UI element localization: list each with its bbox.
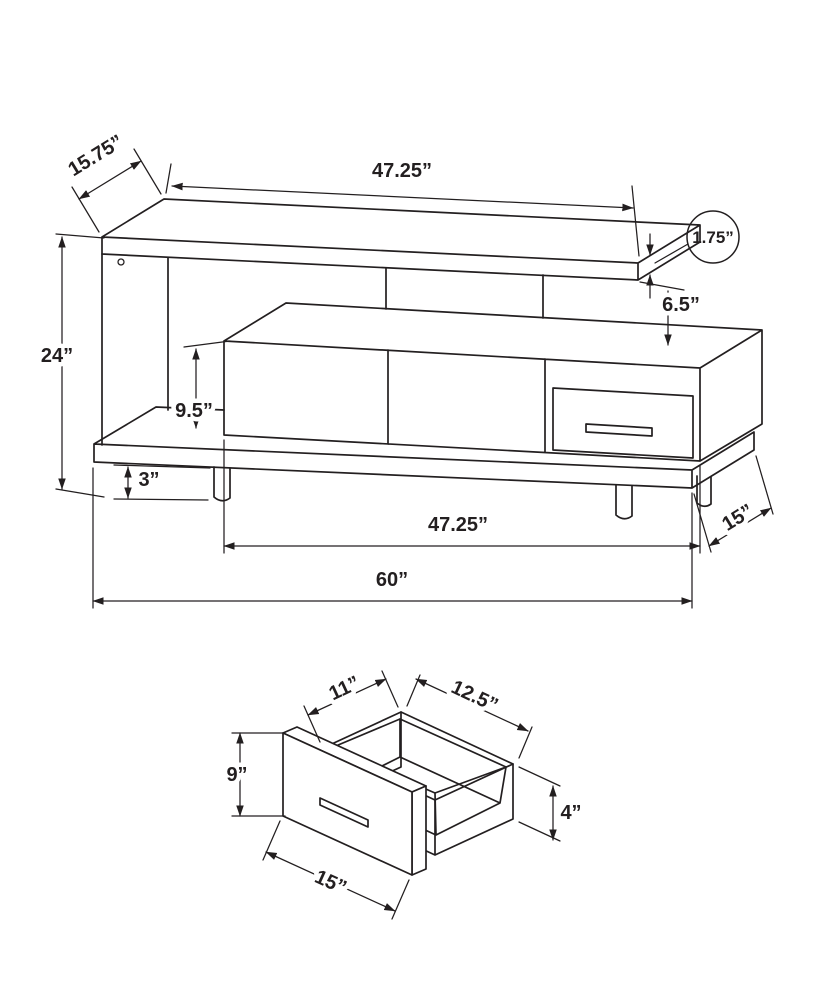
drawer-handle <box>585 423 653 437</box>
dimension-inner-width: 12.5” <box>406 672 533 759</box>
dimension-console-length: 47.25” <box>223 439 701 554</box>
dimension-arrow <box>307 678 387 716</box>
dimension-arrow <box>415 678 529 732</box>
dimension-label-opening-height: 9.5” <box>175 400 213 422</box>
extension-lines <box>92 467 693 609</box>
panel-side-face <box>411 785 427 876</box>
dimension-arrow <box>265 851 396 912</box>
extension-lines <box>518 766 561 842</box>
top-shelf <box>101 198 701 281</box>
dimension-inner-depth: 11” <box>303 668 399 743</box>
dimension-side-height: 4” <box>518 766 586 842</box>
dimension-label-console-length: 47.25” <box>428 514 488 536</box>
extension-lines <box>303 670 399 743</box>
dimension-arrow <box>78 160 142 200</box>
legs <box>213 466 712 520</box>
dimension-label-inner-depth: 11” <box>326 672 364 705</box>
dimension-total-height: 24” <box>36 233 105 498</box>
dimension-total-length: 60” <box>92 467 693 609</box>
callout-circle <box>686 210 740 264</box>
dimension-shelf-gap: 6.5” <box>639 281 704 346</box>
dimension-opening-height: 9.5” <box>171 340 231 429</box>
console-drawer <box>552 387 694 459</box>
extension-lines <box>183 340 231 348</box>
dimension-top-length: 47.25” <box>165 160 640 257</box>
extension-lines <box>55 233 105 498</box>
extension-lines <box>113 464 211 501</box>
dimension-label-front-width: 15” <box>311 866 349 899</box>
extension-lines <box>71 148 162 233</box>
tv-stand-drawing: 15.75” 47.25” 1.75” 24” 6.5” <box>36 126 774 609</box>
dimension-top-thickness: 1.75” <box>646 210 740 299</box>
dimension-depth: 15” <box>693 455 774 553</box>
callout-leader <box>654 243 689 264</box>
dimension-label-depth: 15” <box>718 500 757 536</box>
top-shelf-outline <box>101 198 701 281</box>
extension-lines <box>223 439 701 554</box>
dimension-label-leg-height: 3” <box>138 469 159 491</box>
drawer-panel-handle <box>319 797 369 828</box>
panel-front-face <box>282 732 413 876</box>
dimension-top-depth: 15.75” <box>60 126 162 233</box>
dimension-label-top-depth: 15.75” <box>65 131 128 181</box>
dimension-front-height: 9” <box>222 732 286 817</box>
dimension-label-side-height: 4” <box>560 802 581 824</box>
base-outline <box>93 406 755 489</box>
leg-outlines <box>213 466 712 520</box>
extension-lines <box>693 455 774 553</box>
drawer-drawing: 11” 12.5” 9” 4” 15” <box>222 668 586 920</box>
dimension-arrow <box>708 507 772 547</box>
dimension-label-total-length: 60” <box>376 569 408 591</box>
drawer-front-outline <box>552 387 694 459</box>
dimension-label-front-height: 9” <box>226 764 247 786</box>
dimension-label-top-length: 47.25” <box>372 160 432 182</box>
drawer-interior <box>330 718 507 836</box>
cam-lock-mark <box>117 258 125 266</box>
dimension-label-top-thickness: 1.75” <box>692 228 734 247</box>
dimension-label-inner-width: 12.5” <box>448 676 502 717</box>
dimension-label-total-height: 24” <box>41 345 73 367</box>
drawer-front-panel <box>282 726 427 876</box>
dimension-arrow <box>171 182 634 212</box>
left-panel-edges <box>101 253 169 446</box>
support-panel-edges <box>385 267 544 319</box>
dimension-label-shelf-gap: 6.5” <box>662 294 700 316</box>
console-outline <box>223 302 763 462</box>
dimension-leg-height: 3” <box>113 464 211 501</box>
console <box>223 267 763 462</box>
base-slab <box>93 406 755 489</box>
extension-lines <box>639 281 685 291</box>
left-panel <box>101 253 169 446</box>
